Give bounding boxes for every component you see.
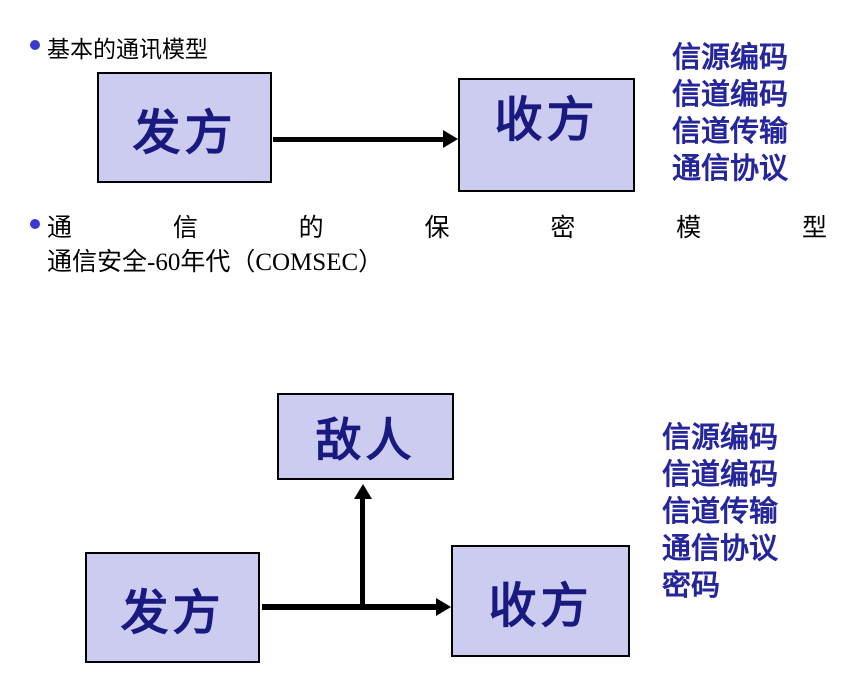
list-item: 信道传输: [672, 116, 789, 148]
bullet1-text: 基本的通讯模型: [47, 37, 208, 62]
list-item: 密码: [662, 570, 721, 602]
bullet2-char: 密: [550, 215, 576, 242]
list-item: 信道编码: [672, 79, 789, 111]
arrow-top-head-icon: [443, 130, 458, 148]
bullet-icon: [30, 40, 40, 50]
receiver-box-bottom: 收方: [451, 545, 630, 657]
sender-box-top: 发方: [97, 72, 272, 183]
enemy-box: 敌人: [277, 393, 454, 480]
receiver-box-top: 收方: [458, 78, 635, 192]
bullet2-char: 信: [172, 215, 198, 242]
receiver-box-top-label: 收方: [494, 94, 599, 147]
coding-list-bottom: 信源编码 信道编码 信道传输 通信协议 密码: [662, 420, 778, 605]
sender-box-bottom: 发方: [85, 552, 260, 663]
list-item: 通信协议: [672, 153, 789, 185]
receiver-box-bottom-label: 收方: [488, 580, 593, 633]
arrow-bottom-head-icon: [436, 598, 451, 616]
arrow-bottom-shaft: [262, 604, 437, 610]
list-item: 信道编码: [662, 459, 779, 491]
bullet-icon: [30, 219, 40, 229]
bullet2-char: 型: [801, 215, 827, 242]
coding-list-top: 信源编码 信道编码 信道传输 通信协议: [672, 40, 788, 188]
list-item: 信源编码: [662, 422, 779, 454]
arrow-up-shaft: [360, 498, 365, 608]
bullet2-char: 模: [676, 215, 702, 242]
list-item: 通信协议: [662, 533, 779, 565]
bullet2-char: 保: [424, 215, 450, 242]
bullet2-char: 通: [47, 215, 73, 242]
enemy-box-label: 敌人: [315, 414, 416, 466]
bullet2-subline: 通信安全-60年代（COMSEC）: [47, 249, 384, 276]
arrow-up-head-icon: [354, 484, 372, 499]
sender-box-bottom-label: 发方: [120, 586, 225, 640]
bullet2-text: 通 信 的 保 密 模 型: [47, 208, 827, 244]
arrow-top-shaft: [273, 137, 446, 142]
bullet2-char: 的: [298, 215, 324, 242]
sender-box-top-label: 发方: [132, 106, 237, 160]
list-item: 信源编码: [672, 42, 789, 74]
list-item: 信道传输: [662, 496, 779, 528]
